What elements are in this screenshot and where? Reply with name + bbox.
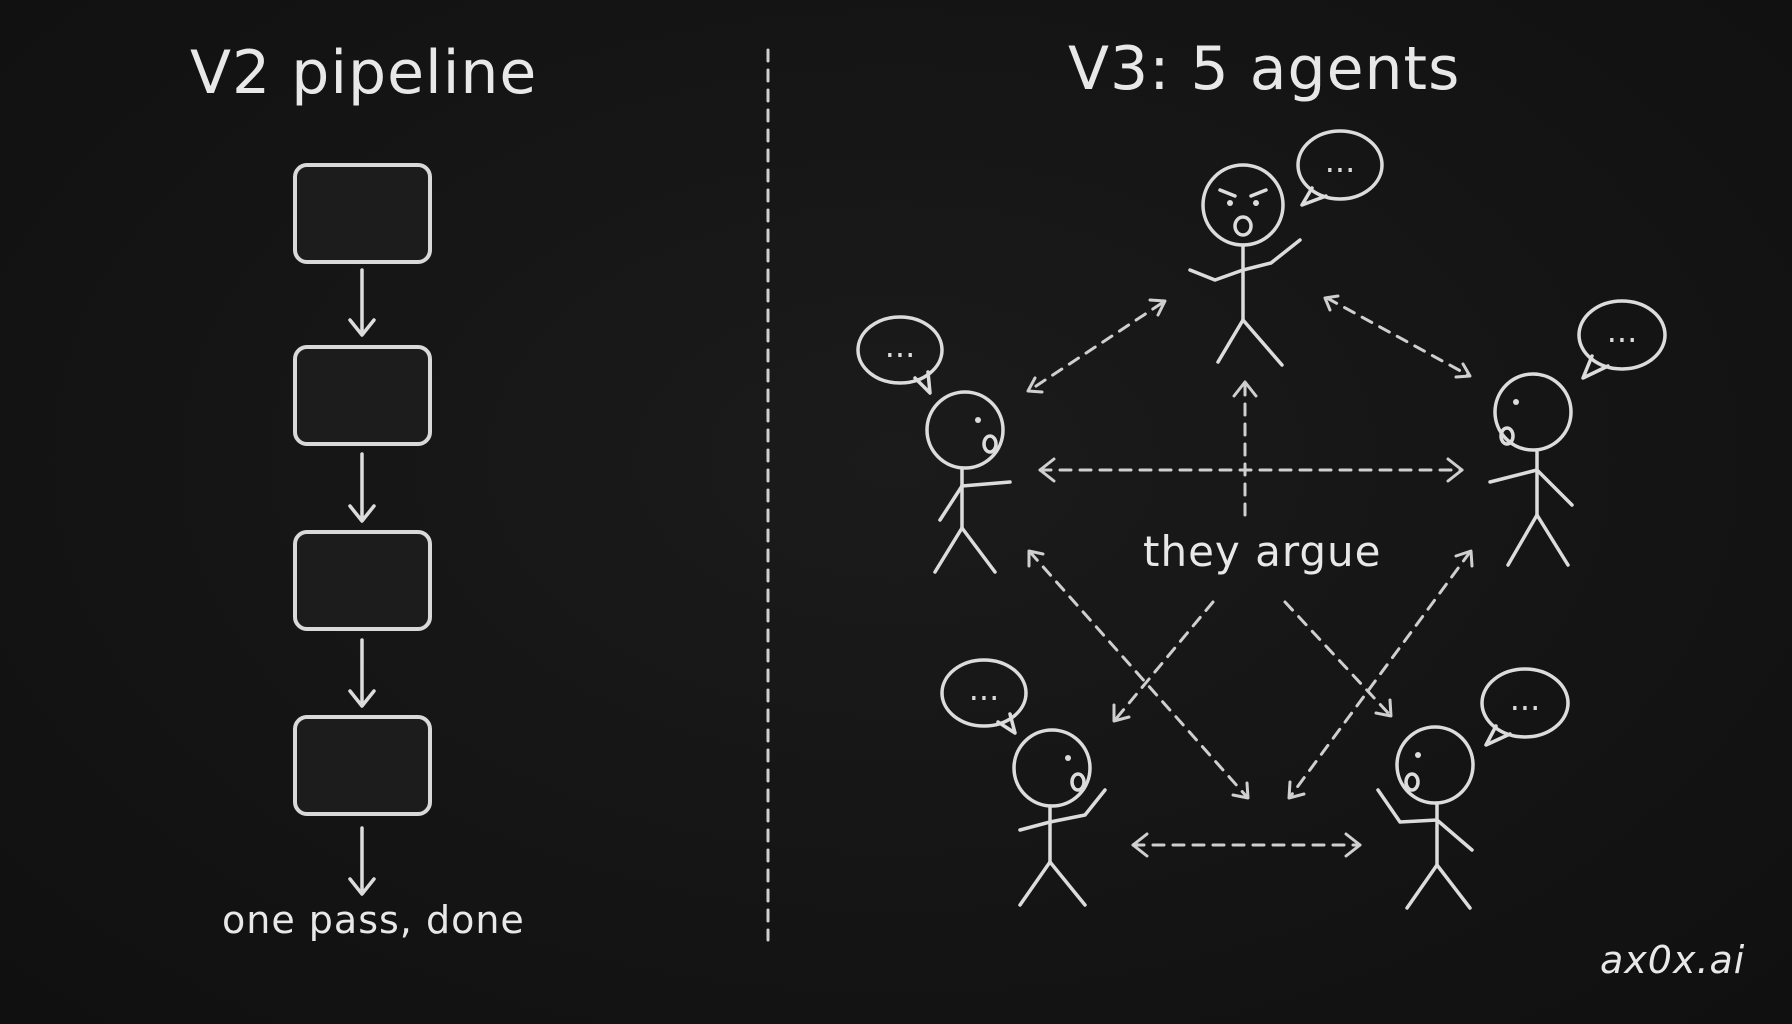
center-label: they argue bbox=[1143, 527, 1382, 576]
arrow-top-left bbox=[1026, 298, 1167, 394]
pipeline-arrow-3 bbox=[348, 638, 376, 708]
arrow-right-to-bottom bbox=[1287, 549, 1474, 800]
pipeline-box-1 bbox=[293, 163, 432, 264]
agent-left bbox=[925, 390, 1012, 574]
right-panel-title: V3: 5 agents bbox=[1068, 34, 1461, 104]
speech-bubble-text: ... bbox=[969, 670, 1000, 708]
agent-right bbox=[1488, 372, 1574, 567]
agent-bottom-left bbox=[1012, 728, 1107, 907]
interaction-arrows bbox=[1026, 294, 1474, 858]
speech-bubble-right: ... bbox=[1577, 299, 1667, 380]
pipeline-caption: one pass, done bbox=[222, 898, 525, 942]
agent-bottom-right bbox=[1376, 725, 1475, 910]
pipeline-arrow-1 bbox=[348, 268, 376, 337]
arrow-left-right bbox=[1038, 457, 1464, 483]
speech-bubble-bottom-left: ... bbox=[940, 658, 1028, 735]
arrow-center-to-bottom-right bbox=[1283, 600, 1393, 718]
pipeline-arrow-4 bbox=[348, 826, 376, 896]
speech-bubble-bottom-right: ... bbox=[1480, 667, 1570, 747]
arrow-center-up bbox=[1232, 380, 1258, 517]
watermark: ax0x.ai bbox=[1600, 938, 1746, 982]
speech-bubble-left: ... bbox=[856, 315, 944, 395]
pipeline-box-3 bbox=[293, 530, 432, 631]
pipeline-arrow-2 bbox=[348, 452, 376, 523]
speech-bubble-text: ... bbox=[1325, 142, 1356, 180]
speech-bubble-text: ... bbox=[1607, 312, 1638, 350]
speech-bubble-text: ... bbox=[1510, 680, 1541, 718]
speech-bubble-top: ... bbox=[1296, 129, 1384, 207]
pipeline bbox=[293, 163, 432, 896]
pipeline-box-4 bbox=[293, 715, 432, 816]
speech-bubble-text: ... bbox=[885, 327, 916, 365]
pipeline-box-2 bbox=[293, 345, 432, 446]
agent-top bbox=[1188, 163, 1302, 367]
arrow-left-to-bottom bbox=[1027, 549, 1250, 800]
arrow-center-to-bottom-left bbox=[1112, 600, 1215, 723]
arrow-bottom bbox=[1131, 832, 1362, 858]
arrow-top-right bbox=[1323, 294, 1472, 379]
left-panel-title: V2 pipeline bbox=[190, 38, 538, 108]
